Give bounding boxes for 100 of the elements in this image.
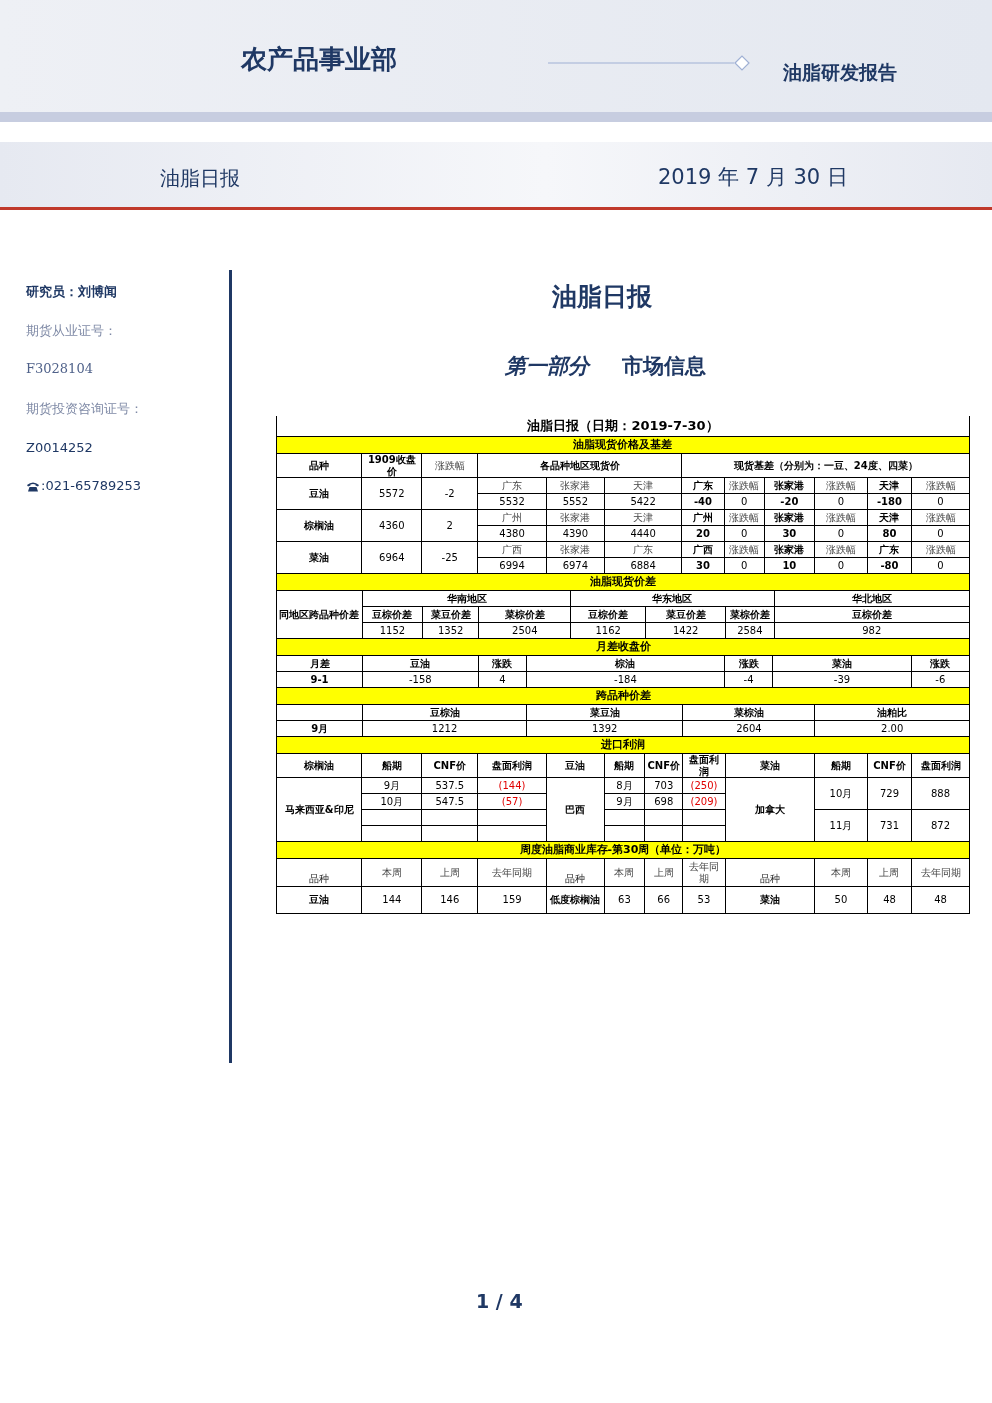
table-header: 盘面利润: [683, 754, 725, 777]
table-cell: 去年同期: [912, 859, 969, 886]
table-cell: 2604: [683, 721, 815, 736]
table-cell: 48: [912, 887, 969, 913]
table-header: CNF价: [645, 754, 683, 777]
table-cell: 6974: [546, 558, 604, 573]
table-header: 棕榈油: [277, 510, 362, 541]
table-header: 品种: [277, 454, 362, 477]
table-header: 船期: [362, 754, 422, 777]
page-number: 1 / 4: [476, 1290, 523, 1312]
table-header: 80: [867, 526, 912, 541]
table-header: 豆棕价差: [571, 607, 646, 622]
table-header: 菜油: [277, 542, 362, 573]
table-cell: -4: [724, 672, 773, 687]
table-cell: 涨跌幅: [814, 542, 867, 557]
table-header: 船期: [814, 754, 867, 777]
table-cell: -2: [422, 478, 478, 509]
table-header: 盘面利润: [478, 754, 546, 777]
table-header: 豆油: [277, 478, 362, 509]
researcher-name: 研究员：刘博闻: [26, 283, 117, 301]
table-cell: 涨跌幅: [912, 478, 969, 493]
table-cell: 731: [867, 810, 912, 841]
table-header: 涨跌: [724, 656, 773, 671]
table-cell: 涨跌幅: [814, 478, 867, 493]
table-header: 华北地区: [774, 591, 969, 606]
table-cell: 1212: [363, 721, 526, 736]
table-cell: 2584: [726, 623, 774, 638]
table-cell: 6994: [478, 558, 546, 573]
table-cell: 品种: [725, 859, 814, 886]
table-cell: 本周: [814, 859, 867, 886]
table-header: 20: [682, 526, 724, 541]
table-header: 菜油: [773, 656, 911, 671]
table-cell: 50: [814, 887, 867, 913]
table-header: 张家港: [764, 478, 814, 493]
table-cell: 0: [912, 558, 969, 573]
table-header: 张家港: [764, 542, 814, 557]
table-header: 30: [764, 526, 814, 541]
table-cell: 张家港: [546, 542, 604, 557]
table-cell: 2504: [479, 623, 571, 638]
table-header: 豆油: [546, 754, 604, 777]
table-cell: 上周: [867, 859, 912, 886]
table-cell: -25: [422, 542, 478, 573]
table-header: 豆棕油: [363, 705, 526, 720]
table-cell: 159: [478, 887, 546, 913]
table-cell: 5532: [478, 494, 546, 509]
table-cell: (209): [683, 794, 725, 809]
phone-number: :021-65789253: [41, 478, 142, 493]
license-label: 期货从业证号：: [26, 322, 117, 340]
table-header: 广东: [867, 542, 912, 557]
table-cell: 本周: [362, 859, 422, 886]
table-cell: 涨跌幅: [814, 510, 867, 525]
table-cell: 146: [422, 887, 478, 913]
table-cell: 4360: [362, 510, 422, 541]
table-cell: 1392: [526, 721, 683, 736]
table-header: 棕榈油: [277, 754, 362, 777]
table-cell: 2: [422, 510, 478, 541]
table-header: 菜油: [725, 754, 814, 777]
table-cell: -39: [773, 672, 911, 687]
table-header: 1909收盘价: [362, 454, 422, 477]
table-cell: 广西: [478, 542, 546, 557]
table-cell: 729: [867, 778, 912, 809]
table-cell: 0: [814, 558, 867, 573]
table-cell: 5572: [362, 478, 422, 509]
table-cell: 张家港: [546, 510, 604, 525]
table-cell: 张家港: [546, 478, 604, 493]
table-cell: 0: [724, 558, 764, 573]
table-cell: (250): [683, 778, 725, 793]
table-cell: 广东: [604, 542, 682, 557]
table-cell: 品种: [277, 859, 362, 886]
table-header: 现货基差（分别为：一豆、24度、四菜）: [682, 454, 969, 477]
table-cell: (57): [478, 794, 546, 809]
table-cell: 10月: [362, 794, 422, 809]
table-cell: 9月: [604, 794, 645, 809]
report-type: 油脂研发报告: [783, 60, 897, 85]
table-cell: 广东: [478, 478, 546, 493]
section-title: 市场信息: [622, 353, 706, 380]
section-title: 第一部分: [505, 353, 589, 380]
table-cell: 872: [912, 810, 969, 841]
table-header: 9-1: [277, 672, 362, 687]
table-cell: 去年同期: [683, 859, 725, 886]
table-header: 菜豆价差: [646, 607, 726, 622]
table-cell: 6964: [362, 542, 422, 573]
table-cell: 涨跌幅: [422, 454, 478, 477]
table-header: 马来西亚&印尼: [277, 778, 362, 841]
table-cell: 4: [478, 672, 527, 687]
license-label: 期货投资咨询证号：: [26, 400, 143, 418]
table-header: 菜豆价差: [423, 607, 479, 622]
table-cell: 品种: [546, 859, 604, 886]
table-header: 棕油: [527, 656, 724, 671]
table-cell: 0: [724, 494, 764, 509]
table-cell: 1422: [646, 623, 726, 638]
table-cell: 1352: [423, 623, 479, 638]
table-header: 华南地区: [362, 591, 571, 606]
table-cell: 11月: [814, 810, 867, 841]
table-header: 9月: [277, 721, 363, 736]
table-cell: 703: [645, 778, 683, 793]
table-cell: 0: [912, 526, 969, 541]
table-cell: 0: [814, 526, 867, 541]
table-cell: 698: [645, 794, 683, 809]
table-cell: 888: [912, 778, 969, 809]
